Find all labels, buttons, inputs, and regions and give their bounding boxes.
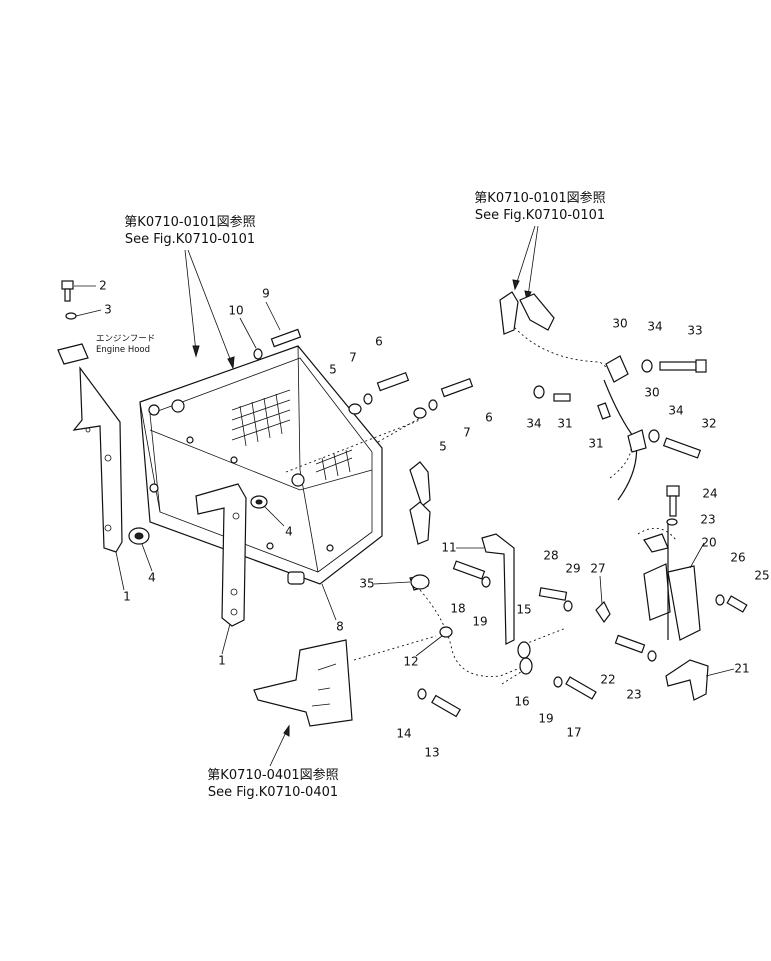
part-number: 32: [701, 417, 716, 431]
clip-27: [595, 600, 611, 624]
part-number: 5: [329, 363, 337, 377]
bolt-6-lower: [413, 377, 474, 419]
engine-hood-en: Engine Hood: [96, 345, 151, 355]
right-bracket: [195, 483, 247, 627]
part-number-labels: 1 1 2 3 4 4 5 5 6 6 7 7 8 9 10 11 12 13 …: [99, 279, 769, 760]
part-number: 3: [104, 303, 112, 317]
part-number: 34: [647, 320, 662, 334]
reference-arrows-left: [184, 249, 235, 370]
reference-arrow-lower: [269, 724, 290, 767]
left-bracket: [72, 366, 123, 553]
part-number: 7: [349, 351, 357, 365]
lower-guard: [253, 639, 353, 727]
part-number: 34: [668, 404, 683, 418]
part-number: 34: [526, 417, 541, 431]
rubber-mount-left: [128, 527, 150, 545]
reference-note-lower: 第K0710-0401図参照 See Fig.K0710-0401: [183, 767, 363, 801]
part-number: 33: [687, 324, 702, 338]
reference-en: See Fig.K0710-0401: [207, 785, 339, 800]
part-number: 14: [396, 727, 411, 741]
reference-note-upper-left: 第K0710-0101図参照 See Fig.K0710-0101: [100, 214, 280, 248]
part-number: 5: [439, 440, 447, 454]
part-number: 25: [754, 569, 769, 583]
part-number: 19: [538, 712, 553, 726]
pin-31: [533, 385, 611, 420]
bolt-6-upper: [348, 371, 410, 415]
part-number: 27: [590, 562, 605, 576]
part-number: 24: [702, 487, 717, 501]
leader-lines: [74, 285, 735, 677]
part-number: 11: [441, 541, 456, 555]
reference-jp: 第K0710-0401図参照: [207, 768, 339, 783]
assembly-lines: [285, 319, 677, 685]
part-number: 6: [485, 411, 493, 425]
part-number: 12: [403, 655, 418, 669]
bolt-25: [715, 594, 748, 613]
part-number: 1: [218, 654, 226, 668]
part-number: 1: [123, 590, 131, 604]
part-number: 2: [99, 279, 107, 293]
part-number: 4: [285, 525, 293, 539]
part-number: 21: [734, 662, 749, 676]
engine-hood-jp: エンジンフード: [96, 334, 156, 344]
part-number: 17: [566, 726, 581, 740]
reference-note-upper-right: 第K0710-0101図参照 See Fig.K0710-0101: [450, 190, 630, 224]
bracket-11: [481, 533, 515, 645]
part-number: 4: [148, 571, 156, 585]
bolt-32: [648, 429, 702, 459]
reference-jp: 第K0710-0101図参照: [124, 215, 256, 230]
bolt-18: [452, 560, 491, 588]
part-number: 31: [588, 437, 603, 451]
bracket-21: [665, 659, 709, 701]
bolt-22: [614, 634, 657, 662]
hood-hinge-bolt: [57, 280, 89, 365]
part-number: 15: [516, 603, 531, 617]
radiator-frame: [139, 345, 383, 585]
reference-en: See Fig.K0710-0101: [474, 208, 606, 223]
bracket-20: [643, 520, 701, 641]
reference-arrows-right: [512, 225, 539, 302]
part-number: 35: [359, 577, 374, 591]
part-number: 7: [463, 426, 471, 440]
clamp-15-16: [517, 641, 533, 675]
part-number: 9: [262, 287, 270, 301]
reference-jp: 第K0710-0101図参照: [474, 191, 606, 206]
part-number: 6: [375, 335, 383, 349]
part-number: 13: [424, 746, 439, 760]
grommet-35: [410, 574, 430, 590]
part-number: 30: [612, 317, 627, 331]
part-number: 30: [644, 386, 659, 400]
part-number: 23: [626, 688, 641, 702]
engine-hood-label: エンジンフード Engine Hood: [96, 334, 155, 356]
reference-en: See Fig.K0710-0101: [124, 232, 256, 247]
part-number: 23: [700, 513, 715, 527]
clip-12: [439, 626, 453, 638]
part-number: 8: [336, 620, 344, 634]
part-number: 26: [730, 551, 745, 565]
clamp-30-upper: [605, 355, 629, 383]
part-number: 31: [557, 417, 572, 431]
frame-hoses: [409, 461, 431, 591]
clamp-30-lower: [627, 429, 647, 453]
bolt-28: [538, 587, 573, 612]
part-number: 22: [600, 673, 615, 687]
part-number: 10: [228, 304, 243, 318]
part-number: 16: [514, 695, 529, 709]
part-number: 18: [450, 602, 465, 616]
bolt-24: [666, 485, 680, 526]
bolt-9: [253, 328, 302, 360]
part-number: 19: [472, 615, 487, 629]
part-number: 20: [701, 536, 716, 550]
bolt-33: [641, 359, 707, 373]
bolt-13: [417, 688, 461, 718]
part-number: 29: [565, 562, 580, 576]
bolt-17: [553, 676, 597, 700]
part-number: 28: [543, 549, 558, 563]
rubber-mount-center: [250, 495, 268, 509]
